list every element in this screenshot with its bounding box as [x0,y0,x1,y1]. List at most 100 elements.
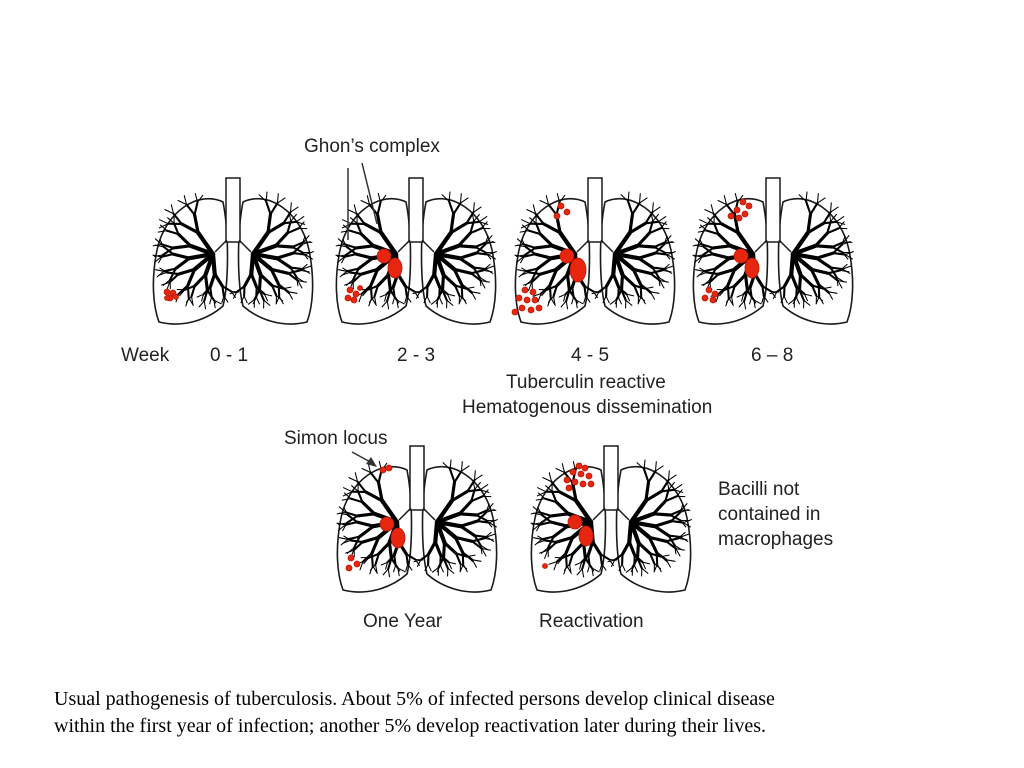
lesion-dot [357,285,363,291]
right-airways [769,191,854,309]
lesion-dot [739,198,747,206]
lesion-dot [563,476,571,484]
lesion-dot [542,563,548,569]
lesion-dot [557,202,565,210]
left-airways [152,192,240,310]
lesion-dot [350,296,358,304]
lesions [344,248,403,304]
trachea [225,177,241,243]
figure-caption: Usual pathogenesis of tuberculosis. Abou… [54,686,994,740]
left-bronchus [576,239,590,253]
left-bronchus [397,239,411,253]
right-bronchus [778,239,792,253]
right-airways [412,191,497,309]
lesion-dot [575,462,583,470]
lesion-dot [563,208,571,216]
right-airways [413,459,498,577]
lymph-node-lesion [390,527,406,549]
lesion-dot [169,289,177,297]
hematogenous-label: Hematogenous dissemination [462,397,713,418]
lesion-dot [585,472,593,480]
timepoint-2-3: 2 - 3 [397,345,436,366]
lesion-dot [344,294,352,302]
lesion-dot [347,554,355,562]
lesion-dot [571,478,579,486]
one-year-label: One Year [363,611,443,632]
caption-line-1: Usual pathogenesis of tuberculosis. Abou… [54,688,775,710]
right-airways [607,459,692,577]
lesion-dot [521,286,529,294]
lung-structure [336,445,498,593]
lesions [542,462,595,569]
left-bronchus [214,239,228,253]
timepoint-6-8: 6 – 8 [751,345,794,366]
left-airways [692,192,780,310]
trachea [408,177,424,243]
tuberculin-reactive-label: Tuberculin reactive [506,372,666,393]
right-airways [229,191,314,309]
lesion-dot [553,212,561,220]
lesion-dot [745,202,753,210]
reactivation-label: Reactivation [539,611,644,632]
lesion-dot [515,294,523,302]
lymph-node-lesion [387,257,403,279]
lymph-node-lesion [744,257,760,279]
right-bronchus [238,239,252,253]
lymph-node-lesion [376,248,392,264]
right-bronchus [600,239,614,253]
trachea [587,177,603,243]
lesions [163,288,179,302]
lesion-dot [511,308,519,316]
lesion-dot [531,296,539,304]
left-bronchus [592,507,606,521]
lymph-node-lesion [733,248,749,264]
bacilli-note-line-3: macrophages [718,529,834,550]
lesion-dot [587,480,595,488]
lesion-dot [346,286,354,294]
bacilli-note-line-1: Bacilli not [718,479,800,500]
lesion-dot [529,288,537,296]
lesion-dot [345,564,353,572]
simon-locus-label: Simon locus [284,428,388,449]
lesion-dot [733,206,741,214]
lung-week-2-3 [335,177,497,325]
lung-structure [692,177,854,325]
week-label: Week [121,345,170,366]
lesion-dot [579,480,587,488]
right-bronchus [422,507,436,521]
lesion-dot [523,296,531,304]
lesions [345,464,406,572]
lesions [701,198,760,304]
lesion-dot [709,296,717,304]
lung-one-year [336,445,498,593]
lymph-node-lesion [578,525,594,547]
lesion-dot [569,468,577,476]
lesion-dot [379,466,387,474]
lymph-node-lesion [569,257,587,283]
lung-week-4-5 [511,177,676,325]
lesion-dot [711,290,719,298]
lesion-dot [701,294,709,302]
lymph-node-lesion [559,248,575,264]
lung-reactivation [530,445,692,593]
lung-week-0-1 [152,177,314,325]
bacilli-note-line-2: contained in [718,504,821,525]
lesion-dot [741,210,749,218]
lesion-dot [735,214,743,222]
lesion-dot [705,286,713,294]
caption-line-2: within the first year of infection; anot… [54,715,766,737]
lesion-dot [353,560,361,568]
lesion-dot [565,484,573,492]
right-bronchus [421,239,435,253]
simon-arrowhead [366,457,377,467]
lesion-dot [535,304,543,312]
lymph-node-lesion [567,514,583,530]
right-airways [591,191,676,309]
lung-week-6-8 [692,177,854,325]
ghon-pointer-line-2 [361,162,378,225]
lesion-dot [577,470,585,478]
trachea [603,445,619,511]
lesion-dot [518,304,526,312]
lesion-dot [352,290,360,298]
